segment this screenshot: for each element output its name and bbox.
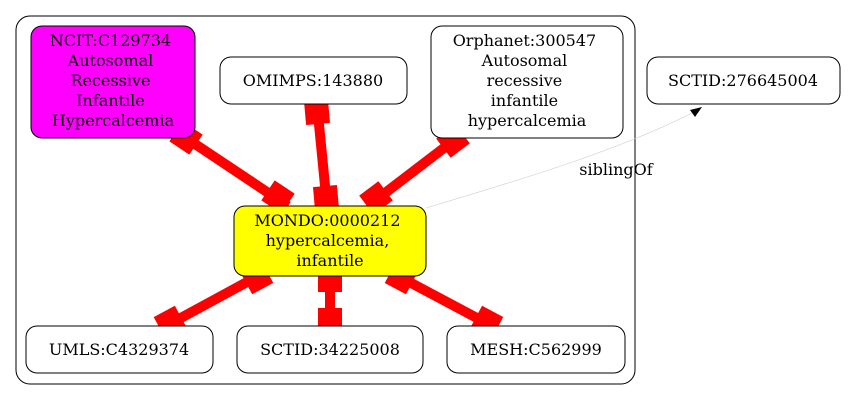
node-label-line: Recessive [70, 71, 150, 90]
node-label-line: recessive [487, 71, 563, 90]
svg-text:MONDO:0000212 hypercalce: MONDO:0000212 hypercalcemia, infantile [254, 211, 405, 270]
node-label-line: infantile [491, 91, 558, 110]
node-label-line: NCIT:C129734 [50, 31, 171, 50]
svg-text:Orphanet:300547 Autosoma: Orphanet:300547 Autosomal recessive infa… [453, 31, 602, 130]
edge-omimps-mondo [303, 98, 340, 212]
node-label-line: Autosomal [481, 51, 568, 70]
svg-text:NCIT:C129734 Autosomal: NCIT:C129734 Autosomal Recessive Infanti… [50, 31, 176, 130]
edge-mondo-sctid [318, 268, 342, 332]
node-label-line: MESH:C562999 [470, 340, 602, 359]
node-sctid[interactable]: SCTID:34225008 [236, 325, 424, 374]
node-label-line: MONDO:0000212 [254, 211, 400, 230]
node-label-line: hypercalcemia, [266, 231, 390, 250]
node-label-line: Autosomal [67, 51, 154, 70]
cluster-box [15, 15, 636, 385]
node-label-line: SCTID:276645004 [668, 71, 818, 90]
node-ncit[interactable]: NCIT:C129734 Autosomal Recessive Infanti… [30, 25, 196, 139]
node-mondo[interactable]: MONDO:0000212 hypercalcemia, infantile [233, 205, 427, 277]
node-label-line: Orphanet:300547 [453, 31, 597, 50]
node-label-line: UMLS:C4329374 [49, 340, 189, 359]
node-label-line: OMIMPS:143880 [243, 71, 383, 90]
node-sctid-sibling[interactable]: SCTID:276645004 [646, 56, 841, 105]
node-orphanet[interactable]: Orphanet:300547 Autosomal recessive infa… [430, 25, 624, 139]
node-label-line: Hypercalcemia [52, 111, 175, 130]
sibling-of-label: siblingOf [579, 160, 653, 179]
node-label-line: hypercalcemia [468, 111, 587, 130]
node-umls[interactable]: UMLS:C4329374 [25, 325, 214, 374]
node-omimps[interactable]: OMIMPS:143880 [219, 56, 408, 105]
node-label-line: Infantile [76, 91, 145, 110]
edge-sibling-of: siblingOf [425, 107, 702, 209]
node-mesh[interactable]: MESH:C562999 [446, 325, 626, 374]
node-label-line: infantile [296, 251, 363, 270]
node-label-line: SCTID:34225008 [260, 340, 400, 359]
